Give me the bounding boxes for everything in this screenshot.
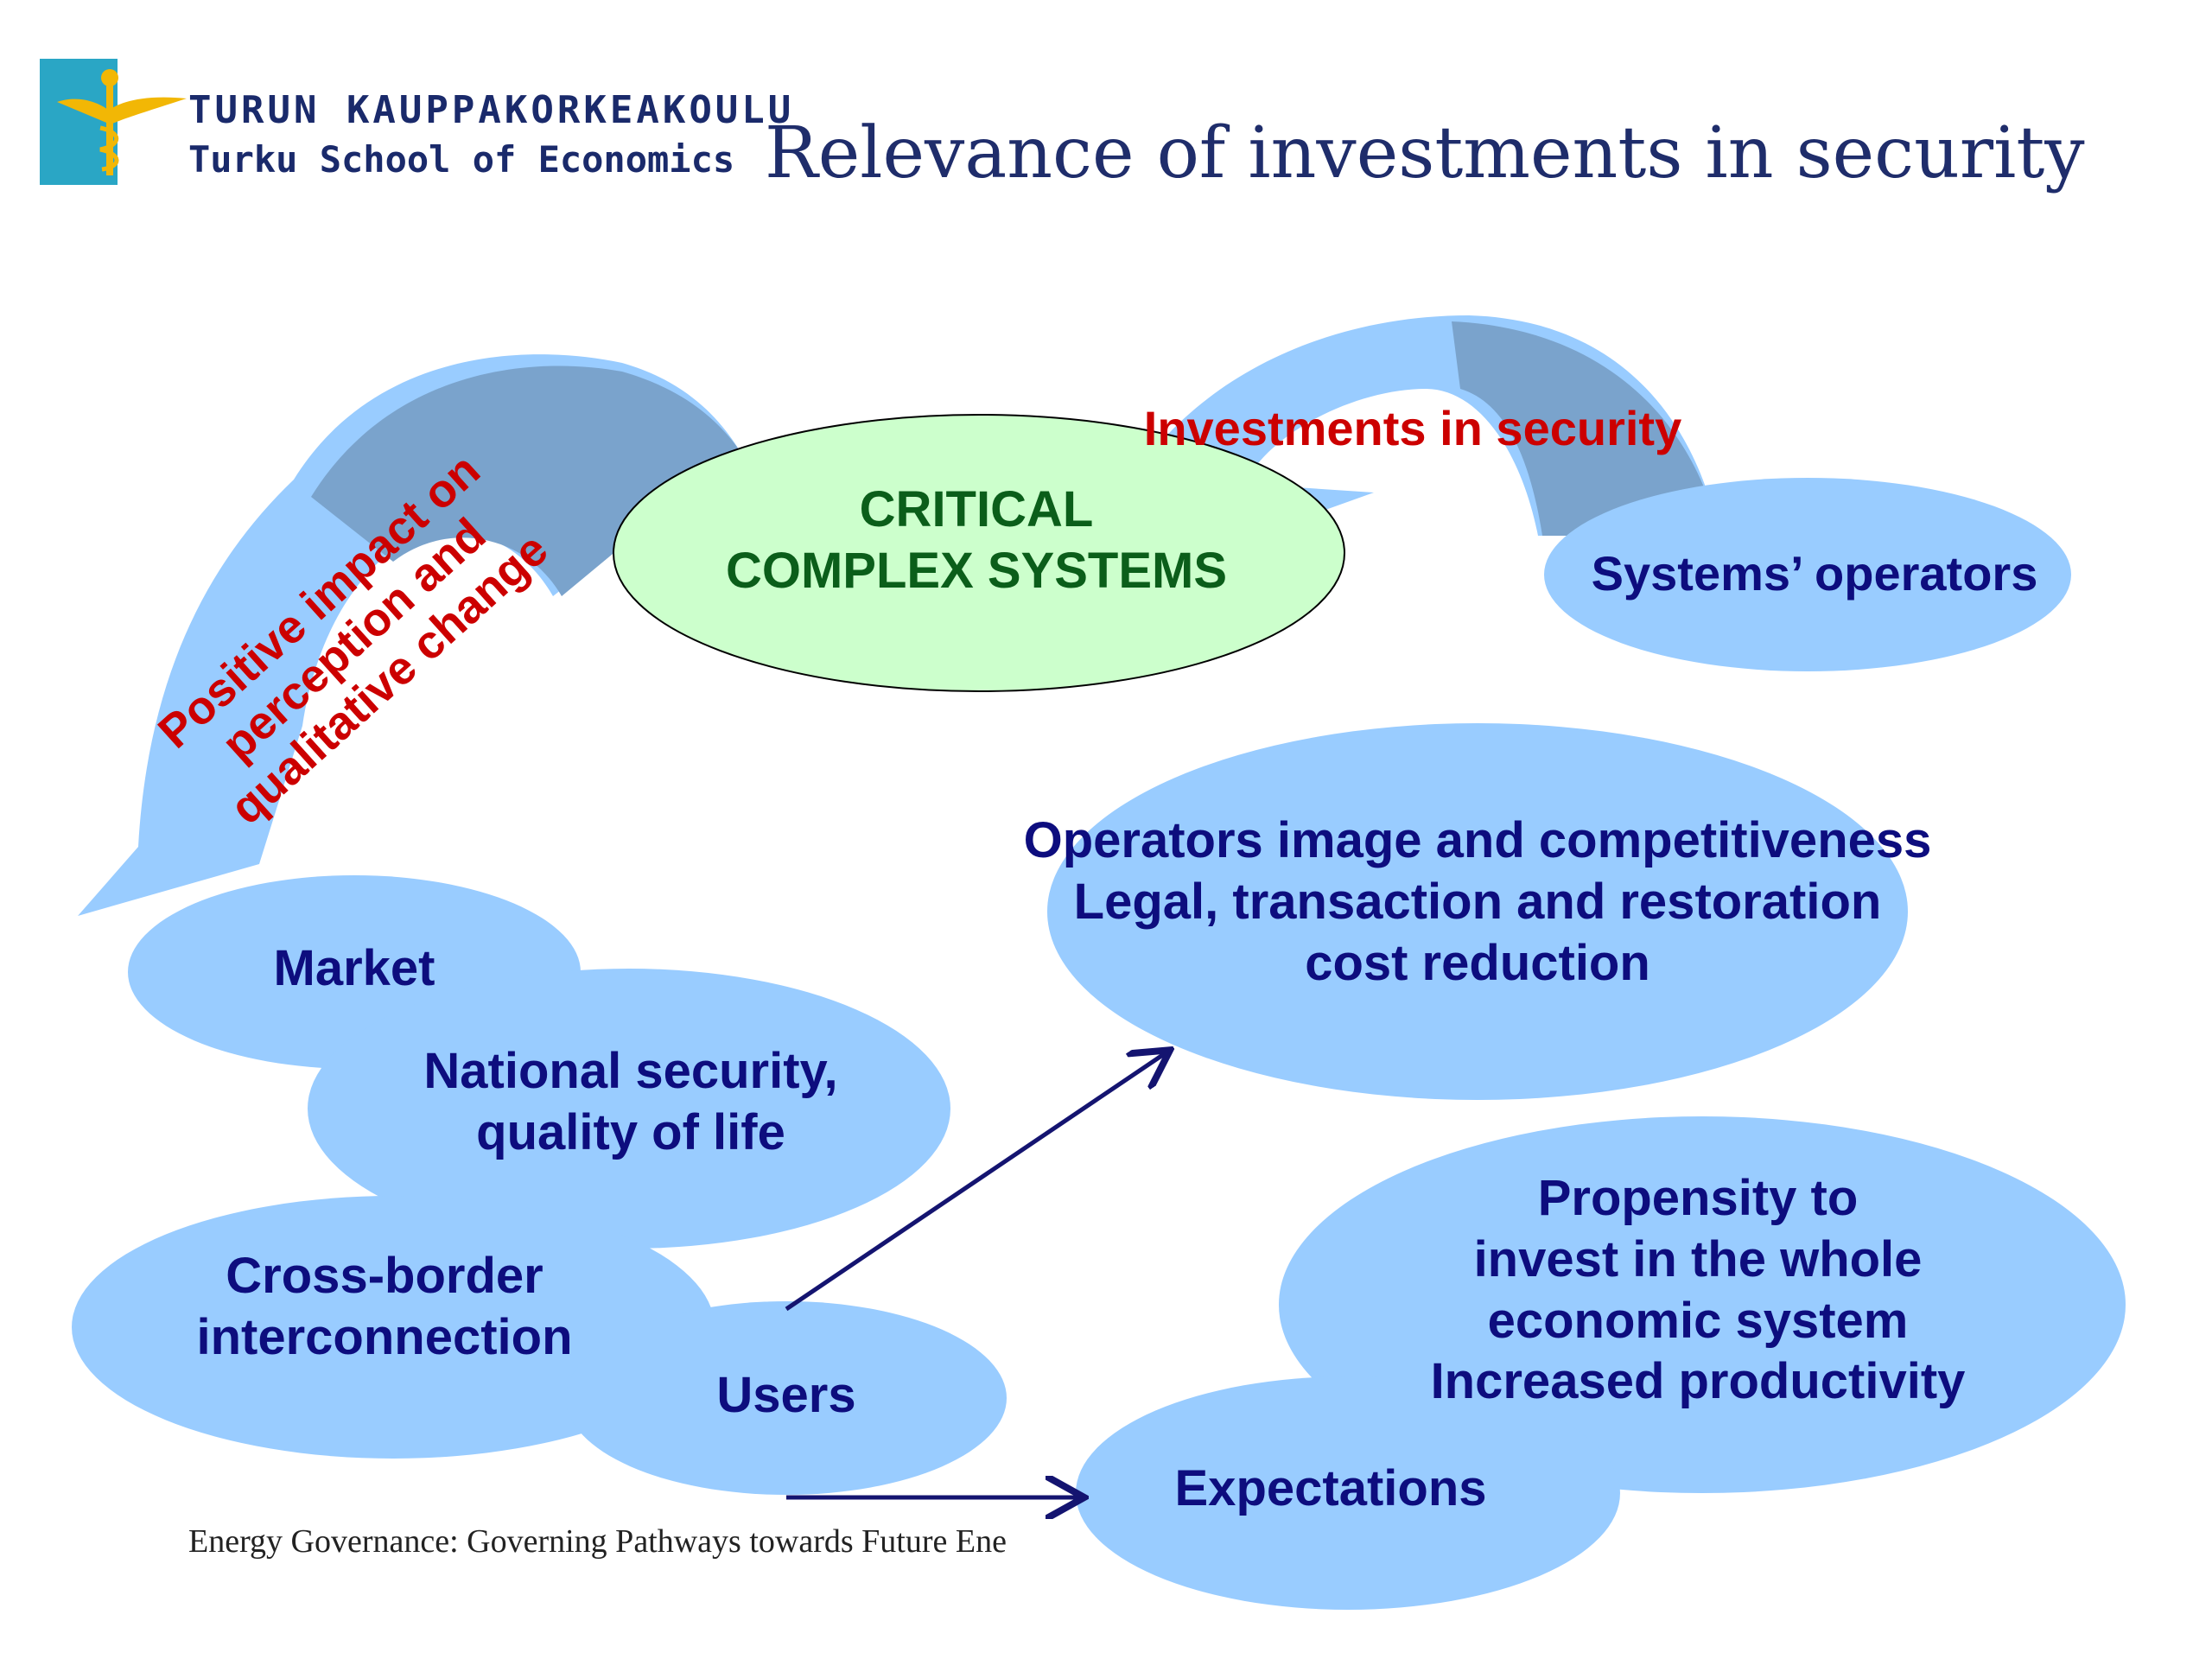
users-bubble bbox=[566, 1301, 1007, 1495]
users-to-operators-image-arrow bbox=[785, 1052, 1166, 1312]
impact-curved-arrow bbox=[78, 354, 739, 916]
critical-systems-ellipse bbox=[613, 414, 1345, 692]
operators-label: Systems’ operators bbox=[1591, 546, 2038, 601]
national-security-bubble bbox=[308, 969, 950, 1249]
slide-title: Relevance of investments in security bbox=[765, 112, 2085, 194]
propensity-label: Propensity to invest in the whole econom… bbox=[1430, 1170, 1966, 1410]
national-security-label: National security, quality of life bbox=[423, 1043, 838, 1160]
investment-curved-arrow bbox=[1115, 315, 1719, 536]
logo-emblem bbox=[40, 59, 187, 185]
operators-image-bubble bbox=[1047, 723, 1908, 1100]
investments-label: Investments in security bbox=[1143, 401, 1682, 455]
logo-name-finnish: TURUN KAUPPAKORKEAKOULU bbox=[188, 88, 795, 132]
crossborder-bubble bbox=[72, 1196, 715, 1459]
logo-name-english: Turku School of Economics bbox=[188, 138, 735, 181]
expectations-label: Expectations bbox=[1174, 1460, 1487, 1516]
critical-systems-label: CRITICAL COMPLEX SYSTEMS bbox=[725, 481, 1228, 599]
expectations-bubble bbox=[1076, 1376, 1620, 1610]
users-label: Users bbox=[716, 1367, 856, 1423]
operators-image-label: Operators image and competitiveness Lega… bbox=[1023, 812, 1932, 991]
market-label: Market bbox=[273, 940, 435, 996]
operators-bubble bbox=[1544, 478, 2071, 671]
footer-text: Energy Governance: Governing Pathways to… bbox=[188, 1523, 1007, 1560]
crossborder-label: Cross-border interconnection bbox=[196, 1248, 573, 1365]
